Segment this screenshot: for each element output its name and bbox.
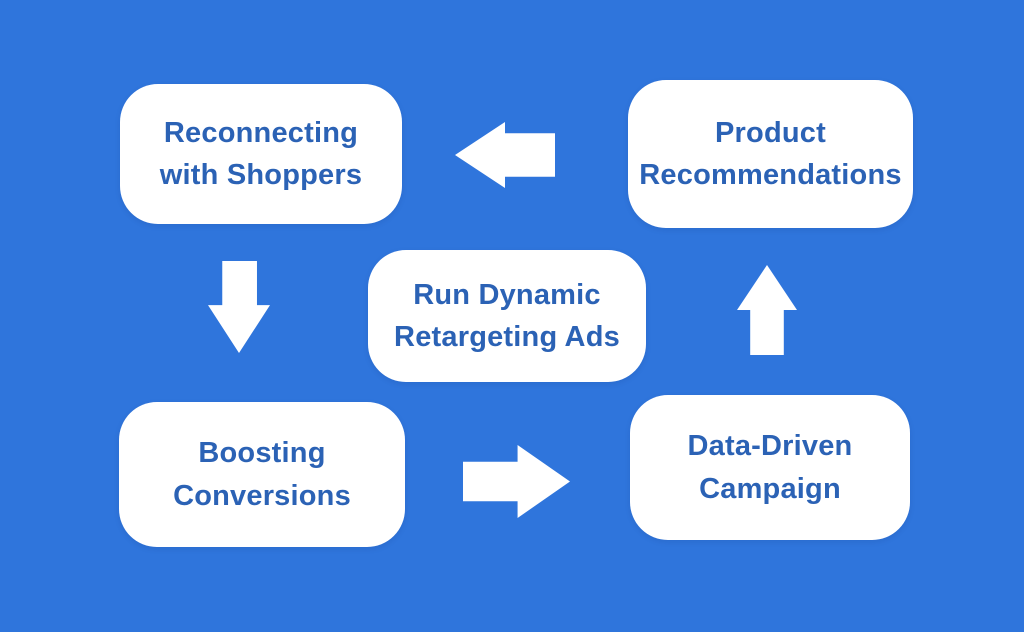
node-reconnecting-with-shoppers: Reconnecting with Shoppers [120,84,402,224]
down-arrow-icon [208,261,270,353]
node-label-data-driven: Data-Driven Campaign [687,430,853,505]
node-label-boosting: Boosting Conversions [173,437,351,512]
right-arrow-icon [463,445,570,518]
up-arrow-icon [737,265,797,355]
left-arrow-icon [455,122,555,188]
node-data-driven-campaign: Data-Driven Campaign [630,395,910,540]
node-boosting-conversions: Boosting Conversions [119,402,405,547]
node-label-center: Run Dynamic Retargeting Ads [394,278,620,353]
node-label-product: Product Recommendations [639,116,902,191]
node-run-dynamic-retargeting-ads: Run Dynamic Retargeting Ads [368,250,646,382]
node-label-reconnecting: Reconnecting with Shoppers [159,116,363,191]
node-product-recommendations: Product Recommendations [628,80,913,228]
